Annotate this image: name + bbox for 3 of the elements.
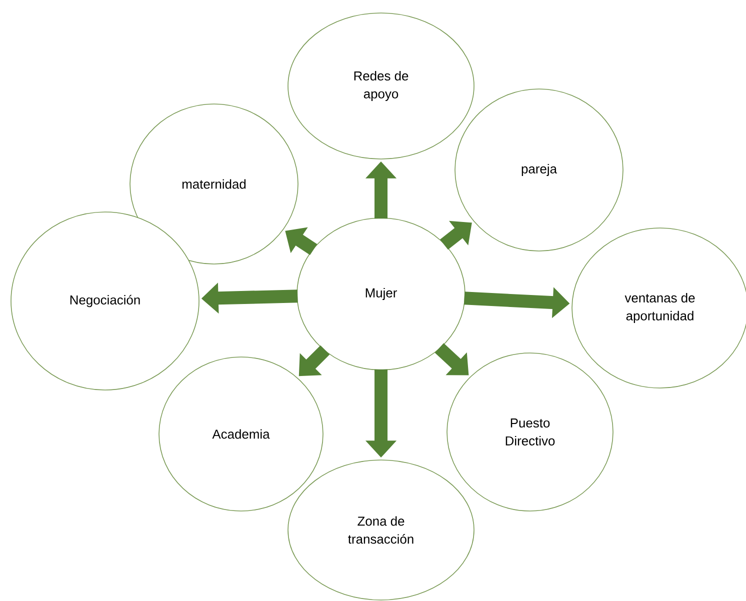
- block-arrow: [298, 345, 330, 376]
- block-arrow: [440, 220, 472, 250]
- block-arrow: [434, 343, 469, 376]
